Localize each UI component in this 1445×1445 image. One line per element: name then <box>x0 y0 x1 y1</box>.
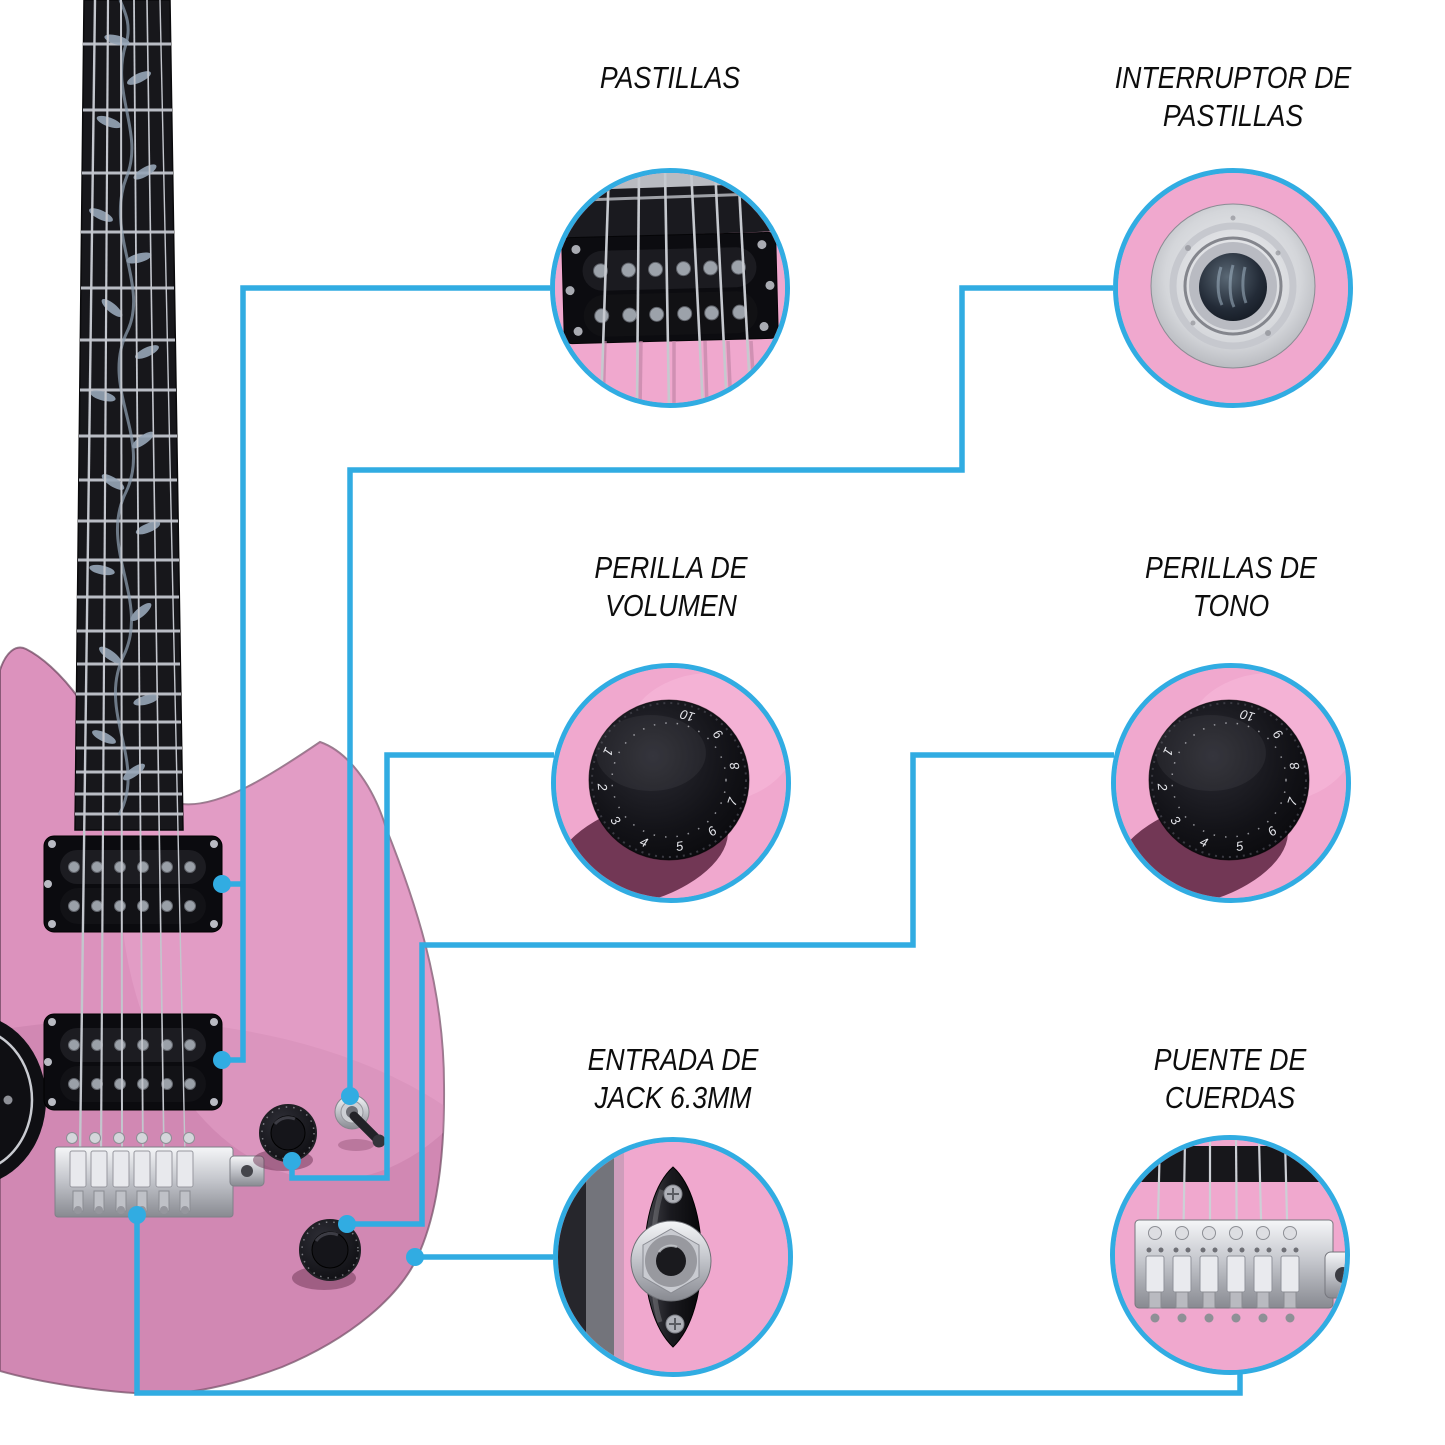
leader-lines <box>134 285 1243 1396</box>
leader-volumen <box>289 752 554 1181</box>
dot-volume <box>283 1152 301 1170</box>
dot-tone <box>338 1215 356 1233</box>
label-line: PERILLA DE <box>594 550 748 585</box>
label-tono: PERILLAS DE TONO <box>1068 549 1395 625</box>
label-pastillas: PASTILLAS <box>507 59 834 97</box>
dot-bridge <box>128 1206 146 1224</box>
label-line: JACK 6.3MM <box>594 1080 752 1115</box>
leader-interruptor <box>347 285 1113 1092</box>
label-interruptor: INTERRUPTOR DE PASTILLAS <box>1070 59 1397 135</box>
guitar-neck <box>74 0 184 831</box>
svg-text:2: 2 <box>594 782 610 793</box>
svg-text:8: 8 <box>726 760 742 771</box>
svg-text:2: 2 <box>1154 782 1170 793</box>
label-line: VOLUMEN <box>605 588 737 623</box>
leader-puente <box>134 1217 1243 1396</box>
label-line: PASTILLAS <box>1162 98 1304 133</box>
label-line: INTERRUPTOR DE <box>1114 60 1352 95</box>
dot-switch <box>341 1087 359 1105</box>
leader-pastillas <box>224 285 550 1063</box>
neck-pickup <box>43 835 223 933</box>
switch-closeup-photo <box>1118 173 1348 403</box>
dot-neck-pickup <box>213 875 231 893</box>
svg-text:8: 8 <box>1286 760 1302 771</box>
tone-knob <box>292 1219 361 1290</box>
label-line: ENTRADA DE <box>587 1042 759 1077</box>
leader-tono <box>349 752 1114 1227</box>
jack-closeup-photo <box>558 1142 788 1372</box>
svg-text:5: 5 <box>675 838 685 854</box>
callout-circle-interruptor <box>1113 168 1353 408</box>
callout-circle-jack <box>553 1137 793 1377</box>
pickup-closeup-photo <box>555 173 785 403</box>
svg-text:10: 10 <box>678 706 697 725</box>
svg-text:5: 5 <box>1235 838 1245 854</box>
label-puente: PUENTE DE CUERDAS <box>1067 1041 1394 1117</box>
label-line: PUENTE DE <box>1153 1042 1307 1077</box>
bridge-pickup <box>43 1013 223 1111</box>
control-cover <box>0 1021 46 1179</box>
callout-circle-puente <box>1110 1135 1350 1375</box>
label-line: PERILLAS DE <box>1145 550 1317 585</box>
svg-text:10: 10 <box>1238 706 1257 725</box>
callout-circle-pastillas <box>550 168 790 408</box>
bridge-closeup-photo <box>1115 1140 1345 1370</box>
dot-jack <box>406 1248 424 1266</box>
pickup-switch <box>334 1094 386 1151</box>
label-jack: ENTRADA DE JACK 6.3MM <box>510 1041 837 1117</box>
label-line: TONO <box>1192 588 1270 623</box>
guitar-strings <box>78 0 186 1156</box>
string-bridge <box>54 1132 265 1218</box>
dot-bridge-pickup <box>213 1051 231 1069</box>
label-line: PASTILLAS <box>599 60 741 95</box>
label-volumen: PERILLA DE VOLUMEN <box>508 549 835 625</box>
leader-dots <box>128 875 424 1266</box>
label-line: CUERDAS <box>1164 1080 1296 1115</box>
